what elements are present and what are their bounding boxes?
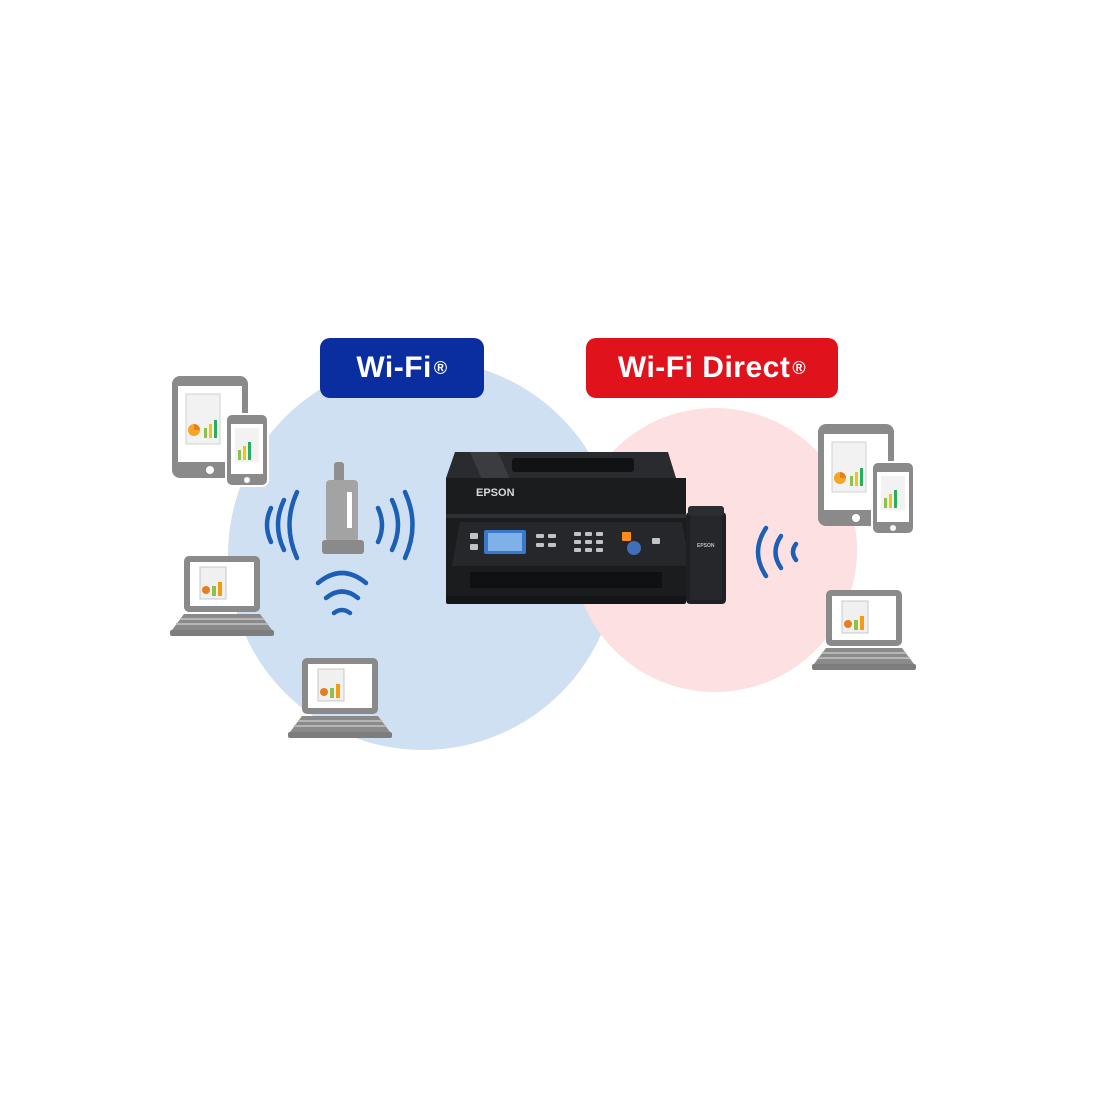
laptop-icon-lower-left bbox=[287, 657, 393, 739]
wifi-registered-mark: ® bbox=[433, 357, 448, 378]
wifi-direct-badge: Wi-Fi Direct® bbox=[586, 338, 838, 398]
tablet-phone-icon-left bbox=[171, 375, 269, 487]
tablet-phone-icon-right bbox=[817, 423, 915, 535]
ink-tank-icon: EPSON bbox=[686, 506, 726, 604]
wifi-signal-icon-router-down bbox=[315, 570, 369, 616]
wireless-router-icon bbox=[322, 462, 364, 554]
printer-brand-label: EPSON bbox=[476, 487, 515, 499]
wifi-badge-label: Wi-Fi bbox=[356, 351, 432, 384]
laptop-icon-upper-left bbox=[169, 555, 275, 637]
laptop-icon-right bbox=[811, 589, 917, 671]
wifi-badge: Wi-Fi® bbox=[320, 338, 484, 398]
wifi-direct-badge-label: Wi-Fi Direct bbox=[617, 351, 791, 384]
ink-tank-brand-label: EPSON bbox=[697, 543, 715, 549]
wifi-signal-icon-router-left bbox=[264, 489, 300, 561]
epson-inkjet-printer-icon: EPSON bbox=[446, 452, 690, 604]
wifi-signal-icon-direct bbox=[755, 525, 799, 579]
wifi-signal-icon-router-right bbox=[375, 489, 415, 561]
wifi-direct-registered-mark: ® bbox=[792, 357, 807, 378]
